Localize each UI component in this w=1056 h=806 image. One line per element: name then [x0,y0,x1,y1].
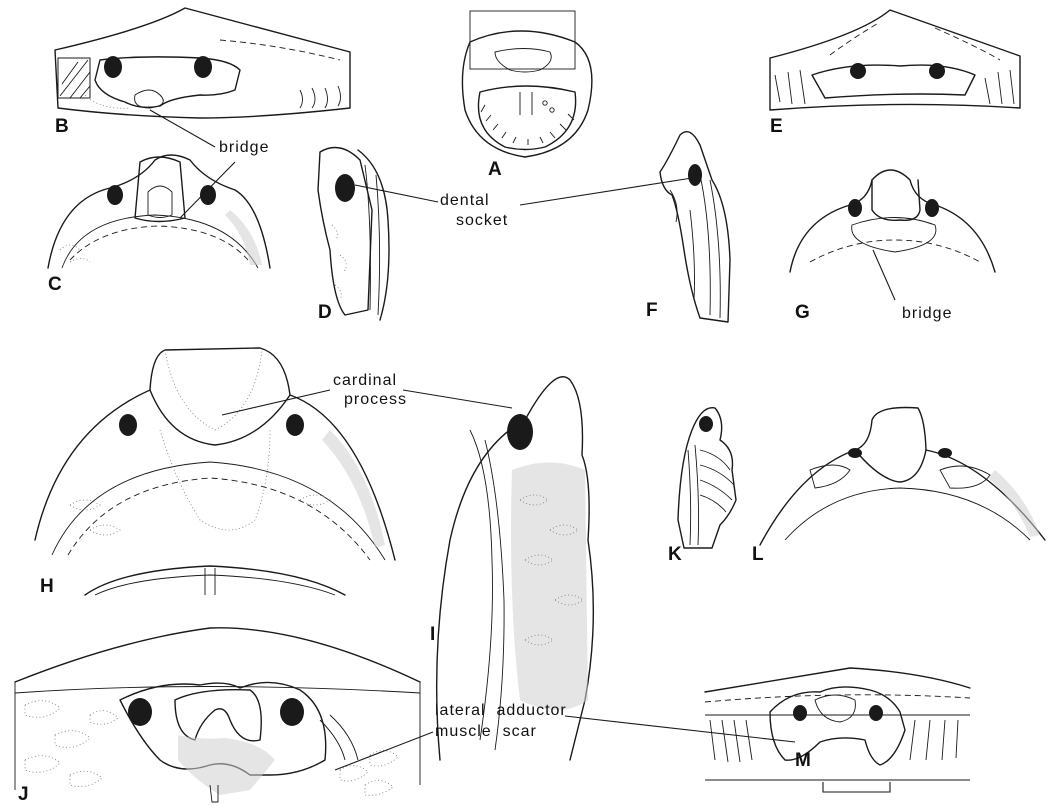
panel-label-m: M [795,750,811,771]
label-bridge-g: bridge [902,305,952,322]
panel-e-drawing [770,10,1020,110]
leader-bridge-c [180,162,235,218]
panel-label-c: C [48,274,62,295]
leader-cardinal-i [403,390,512,408]
label-bridge-top: bridge [219,139,269,156]
label-lateral-adductor-line2: muscle scar [435,723,537,740]
panel-m-drawing [705,668,970,780]
panel-d-drawing [318,148,389,321]
panel-label-e: E [770,116,783,137]
panel-label-d: D [318,302,332,323]
leader-dental-socket-f [520,178,692,205]
panel-j-drawing [15,628,420,802]
panel-k-drawing [678,408,736,548]
panel-f-drawing [660,132,730,322]
panel-label-j: J [18,784,29,805]
panel-label-g: G [795,302,810,323]
panel-label-f: F [646,300,658,321]
scale-bar [823,782,890,792]
leader-cardinal-h [222,390,330,415]
panel-label-h: H [40,576,54,597]
panel-a-drawing [462,11,591,157]
leader-lateral-m [565,716,795,742]
panel-label-a: A [488,159,502,180]
leader-bridge-b [150,110,215,147]
label-lateral-adductor-line1: lateral adductor [435,702,567,719]
label-dental-socket-line1: dental [440,192,490,209]
leader-lateral-j [335,732,433,770]
panel-c-drawing [48,155,270,268]
panel-g-drawing [790,170,995,272]
panel-label-i: I [430,624,435,645]
panel-label-l: L [752,544,764,565]
label-cardinal-line2: process [344,391,407,408]
panel-label-k: K [668,544,682,565]
label-dental-socket-line2: socket [456,212,508,229]
panel-b-drawing [55,8,350,118]
label-cardinal-line1: cardinal [333,372,397,389]
panel-label-b: B [55,116,69,137]
panel-l-drawing [760,408,1045,546]
leader-bridge-g [873,250,895,300]
